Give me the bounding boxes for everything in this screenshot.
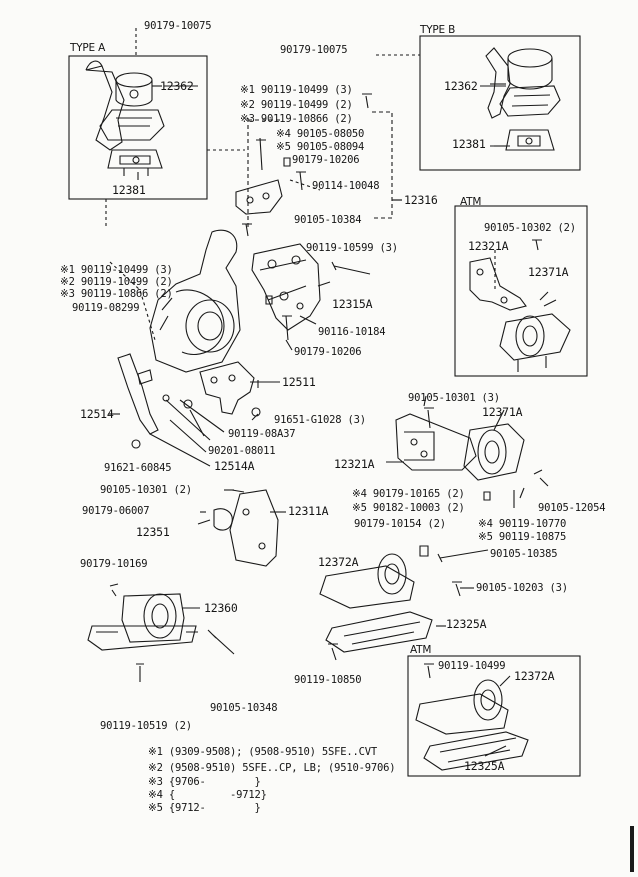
- type-a-mount-label: 12362: [160, 79, 194, 93]
- bolt-m3-label: ※3 90119-10866 (2): [240, 113, 353, 125]
- note-2: ※2 (9508-9510) 5SFE..CP, LB; (9510-9706): [148, 762, 396, 774]
- lower-bolt-label: 90105-10384: [294, 214, 362, 226]
- center-bolt-b3-label: 90119-08A37: [228, 428, 296, 440]
- type-a-top-callout: 90179-10075: [144, 20, 212, 32]
- bottom-left-bolt2-label: 90119-10519 (2): [100, 720, 192, 732]
- bottom-right-bolt2-label: 90119-10850: [294, 674, 362, 686]
- note-5: ※5 {9712- }: [148, 802, 261, 814]
- atm-bottom-bolt-label: 90119-10499: [438, 660, 506, 672]
- center-stay-a-label: 12514A: [214, 459, 255, 473]
- type-a-box: [68, 55, 208, 200]
- bolt-label: 90114-10048: [312, 180, 380, 192]
- note-4: ※4 { -9712}: [148, 789, 267, 801]
- note-1: ※1 (9309-9508); (9508-9510) 5SFE..CVT: [148, 746, 377, 758]
- type-b-bracket-label: 12381: [452, 137, 486, 151]
- left-mid-12311a-label: 12311A: [288, 504, 329, 518]
- left-mid-nut-label: 90179-06007: [82, 505, 150, 517]
- type-a-bracket-label: 12381: [112, 183, 146, 197]
- atm-top-title: ATM: [460, 196, 482, 208]
- left-mid-bolt-label: 90105-10301 (2): [100, 484, 192, 496]
- center-stay-label: 12514: [80, 407, 114, 421]
- bolt-m4-label: ※4 90105-08050: [276, 128, 365, 140]
- left-mid-12351-label: 12351: [136, 525, 170, 539]
- left-mid-drawing: [200, 489, 279, 567]
- right-mid-a5-label: ※5 90182-10003 (2): [352, 502, 465, 514]
- atm-bottom-box: [407, 655, 581, 777]
- bolt-m2-label: ※2 90119-10499 (2): [240, 99, 353, 111]
- group-12316-dashed: [372, 111, 393, 219]
- bottom-left-bolt-label: 90105-10348: [210, 702, 278, 714]
- stay-12514-drawing: [117, 353, 225, 449]
- bottom-right-bolt-label: 90105-10203 (3): [476, 582, 568, 594]
- type-b-title: TYPE B: [420, 24, 456, 36]
- right-mid-a4-label: ※4 90179-10165 (2): [352, 488, 465, 500]
- right-mid-drawing: [395, 407, 549, 508]
- bolt-m1-label: ※1 90119-10499 (3): [240, 84, 353, 96]
- atm-bottom-12372a-label: 12372A: [514, 669, 555, 683]
- right-mid-12371a-label: 12371A: [482, 405, 523, 419]
- atm-bottom-12325a-label: 12325A: [464, 759, 505, 773]
- atm-top-drawing: [469, 239, 571, 372]
- atm-top-box: [454, 205, 588, 377]
- right-mid-c4-label: ※4 90119-10770: [478, 518, 567, 530]
- mount-12360-drawing: [87, 583, 235, 682]
- bracket-12315A-drawing: [251, 243, 371, 341]
- atm-top-bolt-label: 90105-10302 (2): [484, 222, 576, 234]
- center-screw-label: 91651-G1028 (3): [274, 414, 366, 426]
- right-mid-c5-label: ※5 90119-10875: [478, 531, 567, 543]
- center-12315a-label: 12315A: [332, 297, 373, 311]
- type-a-mount-drawing: [85, 60, 165, 176]
- center-screw2-label: 91621-60845: [104, 462, 172, 474]
- center-bolt-b2-label: 90179-10206: [294, 346, 362, 358]
- right-mid-bolt-label: 90105-10301 (3): [408, 392, 500, 404]
- left-bolt-1-label: ※1 90119-10499 (3): [60, 264, 173, 276]
- mount-12511-drawing: [199, 361, 262, 417]
- bottom-right-drawing: [319, 553, 462, 661]
- type-b-mount-label: 12362: [444, 79, 478, 93]
- bolt-m5-label: ※5 90105-08094: [276, 141, 365, 153]
- left-bolt-2-label: ※2 90119-10499 (2): [60, 276, 173, 288]
- atm-top-12321a-label: 12321A: [468, 239, 509, 253]
- right-mid-b1-label: 90105-12054: [538, 502, 606, 514]
- nut-label: 90179-10206: [292, 154, 360, 166]
- left-bolt-4-label: 90119-08299: [72, 302, 140, 314]
- right-mid-12321a-label: 12321A: [334, 457, 375, 471]
- atm-top-12371a-label: 12371A: [528, 265, 569, 279]
- type-b-callout: 90179-10075: [280, 44, 348, 56]
- type-b-mount-drawing: [485, 47, 561, 151]
- center-bolt3-label: 90119-10599 (3): [306, 242, 398, 254]
- type-b-box: [419, 35, 581, 171]
- engine-block-drawing: [149, 229, 241, 373]
- bottom-right-12325a-label: 12325A: [446, 617, 487, 631]
- center-12511-label: 12511: [282, 375, 316, 389]
- note-3: ※3 {9706- }: [148, 776, 261, 788]
- type-a-title: TYPE A: [70, 42, 106, 54]
- bottom-left-nut-label: 90179-10169: [80, 558, 148, 570]
- bottom-left-12360-label: 12360: [204, 601, 238, 615]
- bracket-12316-drawing: [235, 93, 372, 237]
- atm-bottom-title: ATM: [410, 644, 432, 656]
- left-bolt-3-label: ※3 90119-10866 (2): [60, 288, 173, 300]
- right-mid-c1-label: 90179-10154 (2): [354, 518, 446, 530]
- center-bolt-b1-label: 90116-10184: [318, 326, 386, 338]
- part-12316-label: 12316: [404, 193, 438, 207]
- bottom-right-12372a-label: 12372A: [318, 555, 359, 569]
- atm-bottom-drawing: [415, 663, 529, 771]
- center-bolt-b4-label: 90201-08011: [208, 445, 276, 457]
- right-mid-c6-label: 90105-10385: [490, 548, 558, 560]
